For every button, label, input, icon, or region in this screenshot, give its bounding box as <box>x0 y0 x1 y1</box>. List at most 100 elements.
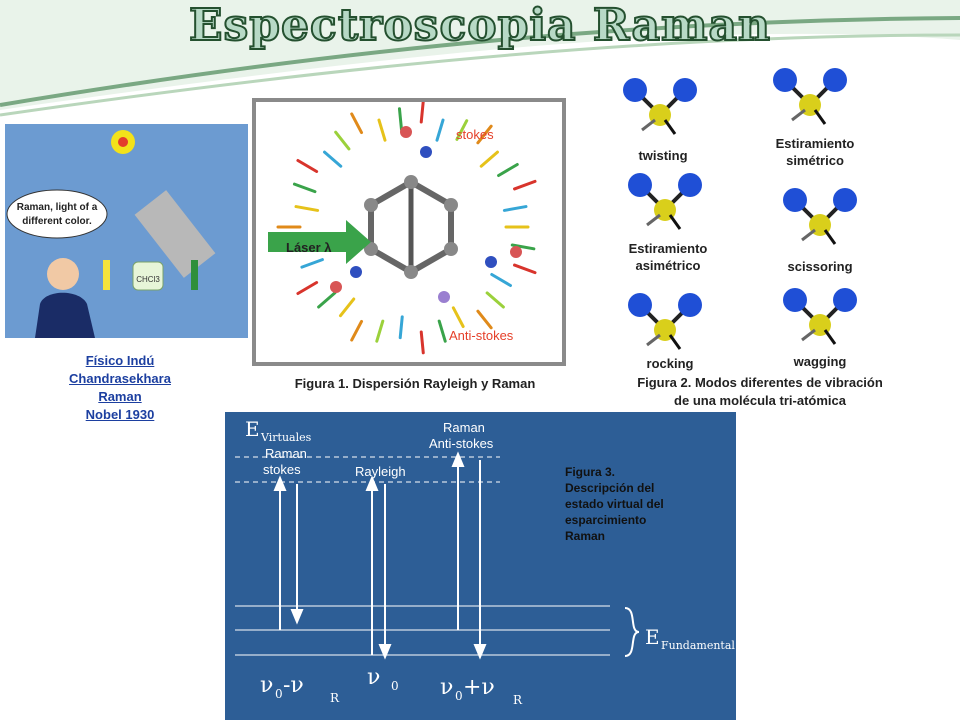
scattered-ray <box>437 319 447 343</box>
raman-caption-line[interactable]: Físico Indú <box>85 353 155 368</box>
svg-text:ν: ν <box>440 675 453 700</box>
raman-caption[interactable]: Físico Indú Chandrasekhara Raman Nobel 1… <box>50 352 190 424</box>
page-title: Espectroscopia Raman <box>0 0 960 52</box>
scattered-ray <box>476 124 493 145</box>
sample-cell <box>132 261 164 291</box>
raman-caption-line[interactable]: Chandrasekhara <box>69 371 171 386</box>
svg-text:0: 0 <box>275 687 283 701</box>
speech-text-1: Raman, light of a <box>17 202 98 213</box>
scattered-ray <box>451 306 465 328</box>
e-virtual-sub: Virtuales <box>260 431 312 444</box>
scattered-ray <box>294 205 320 212</box>
figure1-image: Láser λ stokes Anti-stokes <box>256 99 562 362</box>
scattered-ray <box>323 150 343 168</box>
scattered-ray <box>502 205 528 212</box>
energy-diagram-drawing: E Virtuales E Fundamental Raman stokes R… <box>235 417 735 707</box>
nu-label-antistokes: ν 0 +ν R <box>440 675 523 707</box>
e-virtual-label: E <box>245 417 260 441</box>
scattered-rays <box>276 99 537 355</box>
scattered-ray <box>419 99 425 124</box>
svg-text:ν: ν <box>367 665 380 690</box>
mode-twisting: twisting <box>638 148 688 163</box>
mode-symmetric-line: simétrico <box>786 153 844 168</box>
scattered-ray <box>455 119 469 141</box>
e-fundamental-label: E <box>645 625 660 649</box>
molecule-asymmetric <box>626 171 704 231</box>
figure2-caption-line: Figura 2. Modos diferentes de vibración <box>637 375 883 390</box>
transition-arrows <box>273 451 487 660</box>
spectrometer-icon <box>134 190 216 278</box>
page-title-text: Espectroscopia Raman <box>188 0 772 52</box>
svg-text:ν: ν <box>260 673 273 698</box>
svg-text:R: R <box>330 691 340 705</box>
nu-label-rayleigh: ν 0 <box>367 665 399 693</box>
scattered-ray <box>490 273 512 288</box>
scattering-drawing: Láser λ stokes Anti-stokes <box>268 99 537 355</box>
scattered-ray <box>377 118 387 142</box>
scattered-ray <box>479 150 499 168</box>
scattered-ray <box>485 291 505 309</box>
figure3-caption: Figura 3. Descripción del estado virtual… <box>565 464 715 544</box>
figure2-caption: Figura 2. Modos diferentes de vibración … <box>600 374 920 410</box>
raman-stokes-label: stokes <box>263 462 301 477</box>
speech-text-2: different color. <box>22 216 92 227</box>
speech-bubble <box>6 189 108 239</box>
molecule-twisting <box>621 76 699 136</box>
laser-label: Láser λ <box>286 240 332 255</box>
scattered-ray <box>350 319 364 342</box>
scattered-ray <box>296 281 319 296</box>
scattered-ray <box>317 291 337 309</box>
svg-text:R: R <box>513 693 523 707</box>
rayleigh-label: Rayleigh <box>355 464 406 479</box>
antistokes-label: Anti-stokes <box>449 328 514 343</box>
vibration-modes-drawing <box>621 66 859 351</box>
scientist-head <box>47 258 79 290</box>
scattered-ray <box>419 330 425 355</box>
molecule-scissoring <box>781 186 859 246</box>
fundamental-brace <box>624 607 640 657</box>
scattered-ray <box>334 130 351 151</box>
scattered-ray <box>296 158 319 173</box>
scattered-ray <box>350 112 364 135</box>
figure2-caption-line: de una molécula tri-atómica <box>674 393 846 408</box>
sample-label: CHCl3 <box>136 275 160 284</box>
figure1-frame: Láser λ stokes Anti-stokes <box>252 98 566 366</box>
figure3-caption-line: Raman <box>565 529 606 543</box>
mode-asymmetric-line: asimétrico <box>635 258 701 273</box>
svg-text:+ν: +ν <box>463 675 495 700</box>
e-fundamental-sub: Fundamental <box>661 639 735 652</box>
scattered-ray <box>510 243 536 251</box>
molecule-wagging <box>781 286 859 346</box>
scattered-ray <box>497 162 519 177</box>
background-swoosh <box>0 0 960 117</box>
stokes-label: stokes <box>456 127 494 142</box>
mode-wagging: wagging <box>793 354 847 369</box>
nu-label-stokes: ν 0 -ν R <box>260 673 340 705</box>
mode-rocking: rocking <box>646 356 694 371</box>
scattered-ray <box>476 309 493 330</box>
molecule-symmetric <box>771 66 849 126</box>
mode-asymmetric-line: Estiramiento <box>628 241 708 256</box>
molecule-rocking <box>626 291 704 351</box>
scattered-ray <box>375 319 385 343</box>
figure3-caption-line: estado virtual del <box>565 497 664 511</box>
svg-text:0: 0 <box>391 679 399 693</box>
raman-caption-line[interactable]: Raman <box>98 389 142 404</box>
raman-illustration-drawing: Raman, light of a different color. CHCl3 <box>6 130 216 338</box>
svg-text:0: 0 <box>455 689 463 703</box>
mode-symmetric-line: Estiramiento <box>775 136 855 151</box>
raman-caption-line[interactable]: Nobel 1930 <box>85 407 155 422</box>
scattered-ray <box>292 182 317 194</box>
raman-illustration: Raman, light of a different color. CHCl3 <box>5 124 248 338</box>
mode-asymmetric: Estiramiento asimétrico <box>608 240 728 274</box>
figure1-caption: Figura 1. Dispersión Rayleigh y Raman <box>294 376 536 391</box>
figure3-caption-line: Figura 3. <box>565 465 616 479</box>
raman-stokes-label: Raman <box>265 446 307 461</box>
scattered-ray <box>513 263 537 275</box>
mode-symmetric: Estiramiento simétrico <box>755 135 875 169</box>
scientist-body <box>35 292 95 338</box>
svg-text:-ν: -ν <box>283 673 304 698</box>
figure3-caption-line: esparcimiento <box>565 513 647 527</box>
scattered-ray <box>513 179 537 191</box>
laser-arrow <box>268 220 371 264</box>
